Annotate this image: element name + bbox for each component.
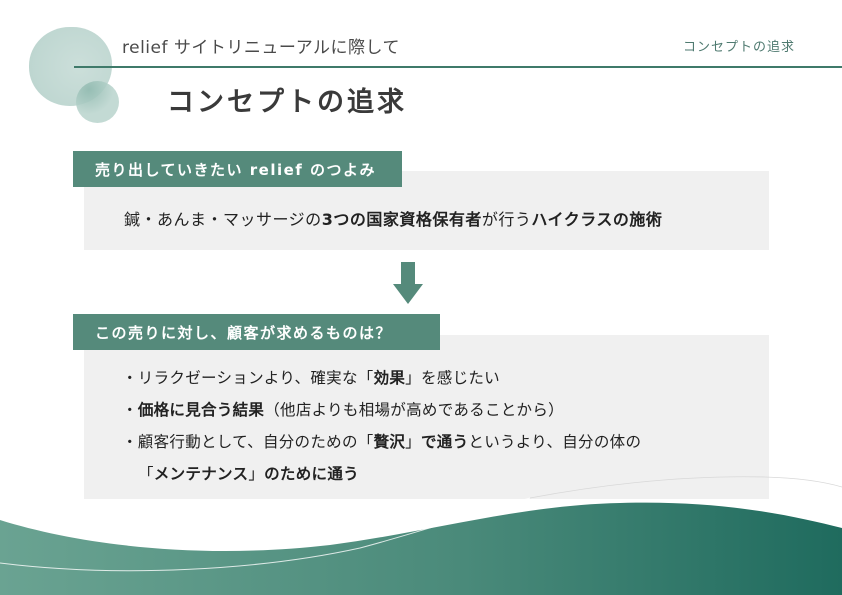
strength-text: 鍼・あんま・マッサージの3つの国家資格保有者が行うハイクラスの施術 <box>124 206 662 230</box>
item-emphasis: 価格に見合う結果 <box>137 401 265 419</box>
section-label: コンセプトの追求 <box>683 40 796 55</box>
item-emphasis: で通う <box>420 433 469 451</box>
item-emphasis: メンテナンス <box>153 465 249 483</box>
item-text: ・顧客行動として、自分のための「 <box>122 433 374 451</box>
strength-tag: 売り出していきたい relief のつよみ <box>73 151 402 187</box>
item-text: 「 <box>138 465 154 483</box>
strength-tag-label: 売り出していきたい relief のつよみ <box>95 160 377 179</box>
item-emphasis: のために通う <box>264 465 359 483</box>
site-title: relief サイトリニューアルに際して <box>122 38 401 58</box>
item-emphasis: 効果 <box>373 369 406 387</box>
strength-text-emphasis: 3つの国家資格保有者 <box>321 210 482 229</box>
down-arrow-icon <box>393 262 423 304</box>
item-text: 」を感じたい <box>405 369 500 387</box>
item-text: （他店よりも相場が高めであることから） <box>264 401 564 419</box>
strength-text-part: 鍼・あんま・マッサージの <box>124 210 322 229</box>
item-text: ・ <box>122 401 138 419</box>
needs-list-item: ・価格に見合う結果（他店よりも相場が高めであることから） <box>122 398 641 430</box>
decorative-circle-overlap <box>76 81 119 123</box>
decorative-wave <box>0 476 842 595</box>
needs-tag: この売りに対し、顧客が求めるものは？ <box>73 314 440 350</box>
needs-list: ・リラクゼーションより、確実な「効果」を感じたい ・価格に見合う結果（他店よりも… <box>122 366 641 494</box>
needs-list-item-continuation: 「メンテナンス」のために通う <box>122 462 641 494</box>
item-text: ・リラクゼーションより、確実な「 <box>122 369 374 387</box>
needs-list-item: ・顧客行動として、自分のための「贅沢」で通うというより、自分の体の <box>122 430 641 462</box>
item-text: というより、自分の体の <box>468 433 642 451</box>
needs-list-item: ・リラクゼーションより、確実な「効果」を感じたい <box>122 366 641 398</box>
strength-text-emphasis: ハイクラスの施術 <box>531 210 663 229</box>
strength-text-part: が行う <box>481 210 532 229</box>
item-text: 」 <box>405 433 421 451</box>
page-title: コンセプトの追求 <box>167 87 407 118</box>
header-divider <box>74 66 842 68</box>
item-text: 」 <box>248 465 265 483</box>
needs-tag-label: この売りに対し、顧客が求めるものは？ <box>95 323 393 342</box>
needs-panel <box>84 335 769 499</box>
item-emphasis: 贅沢 <box>373 433 406 451</box>
